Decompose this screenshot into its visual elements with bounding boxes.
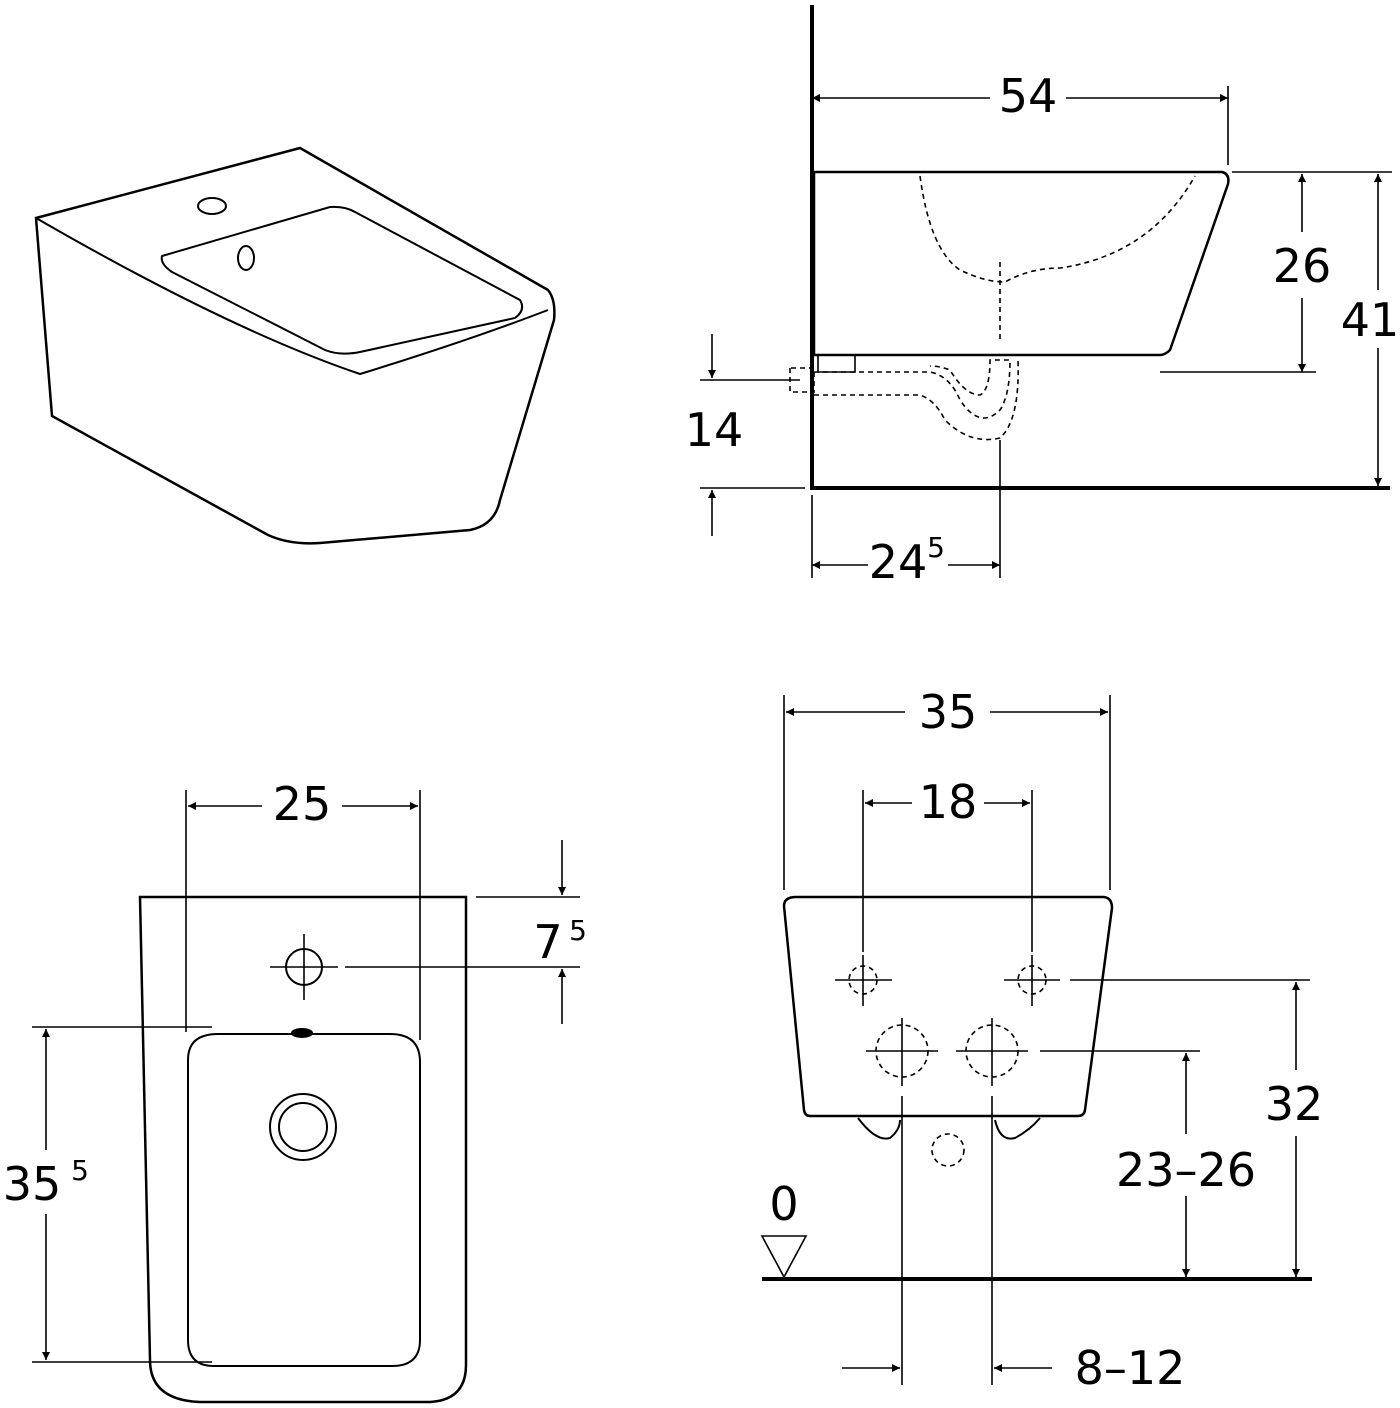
side-view: 54 26 41 14 24 5 [685,5,1400,589]
isometric-view [34,146,556,545]
dim-drain-dist-base: 24 [869,535,928,589]
floor-level-label: 0 [769,1177,798,1231]
dim-height-sup: 5 [71,1154,89,1187]
dim-bolt-18: 18 [919,775,978,829]
dim-drain-14: 14 [685,403,744,457]
dim-bolt-height-32: 32 [1265,1077,1324,1131]
dim-height-26: 26 [1273,239,1332,293]
dim-width-25: 25 [273,777,332,831]
dim-width-35: 35 [919,685,978,739]
dim-connection-height: 23–26 [1116,1143,1256,1197]
front-view: 25 7 5 35 5 [3,777,587,1404]
back-view: 0 35 18 32 23–26 8–12 [760,685,1324,1395]
dim-height-41: 41 [1341,293,1400,347]
dim-height-base: 35 [3,1157,62,1211]
dim-width-54: 54 [999,69,1058,123]
dim-tap-sup: 5 [569,914,587,947]
dim-connection-offset: 8–12 [1075,1341,1186,1395]
dim-drain-dist-sup: 5 [927,531,945,564]
dim-tap-base: 7 [533,915,562,969]
